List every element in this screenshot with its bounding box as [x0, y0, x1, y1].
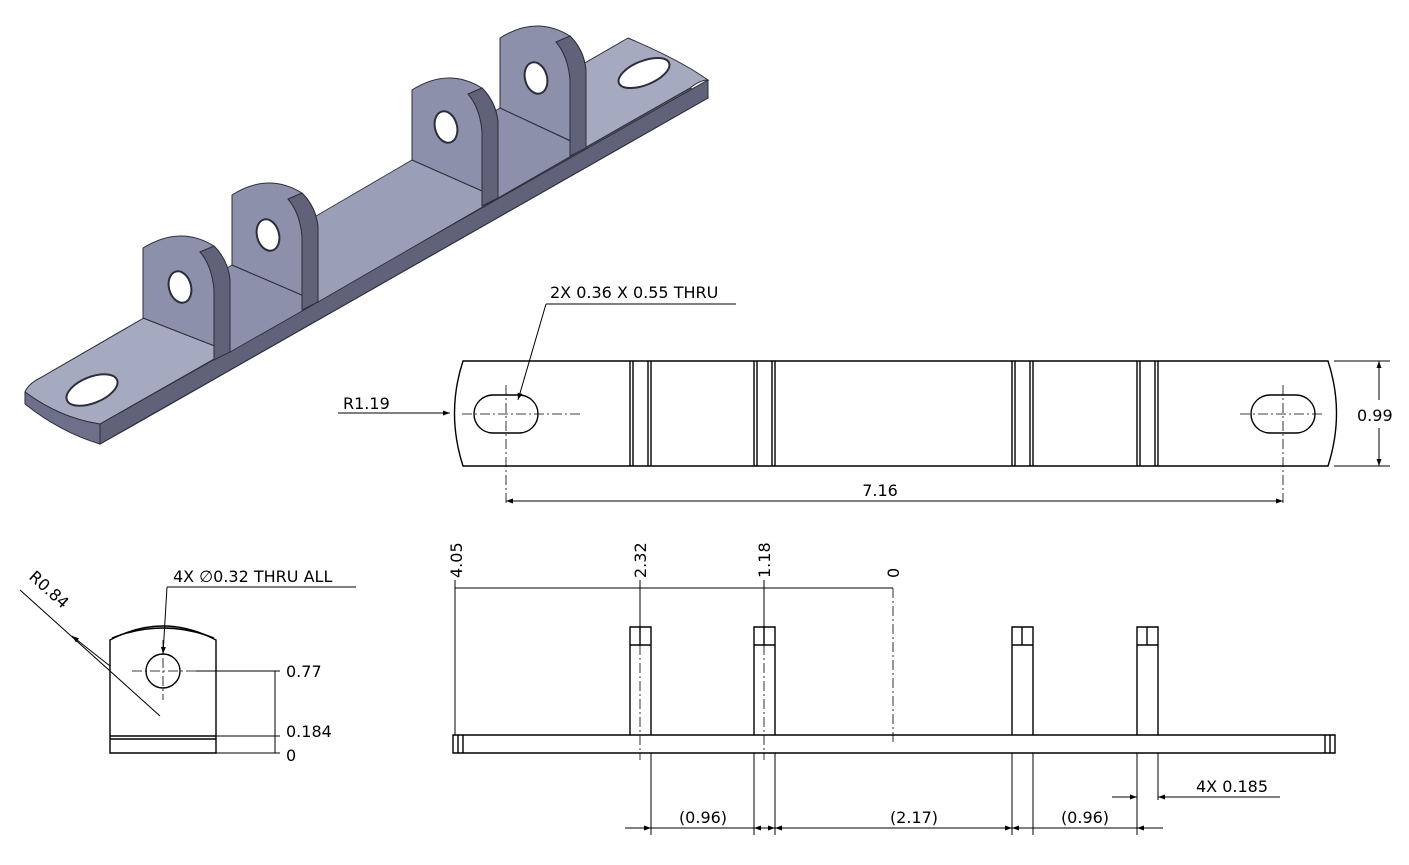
front-ord-tab-2: 1.18 [755, 542, 774, 578]
iso-tab-3 [411, 77, 499, 207]
front-ord-tab-1: 2.32 [631, 542, 650, 578]
front-gap-left: (0.96) [679, 808, 727, 827]
iso-slot-left [65, 373, 119, 407]
front-ord-zero: 0 [884, 568, 903, 578]
iso-base-right-side [99, 79, 709, 445]
top-outline [453, 360, 1338, 467]
iso-tab-1 [142, 235, 231, 361]
side-ord-zero: 0 [286, 746, 296, 765]
front-tabs [629, 626, 1159, 735]
side-ord-hole: 0.77 [286, 662, 322, 681]
isometric-view [24, 25, 710, 445]
side-hole-callout: 4X ∅0.32 THRU ALL [173, 567, 332, 586]
iso-tab-4 [499, 25, 587, 157]
top-slot-callout: 2X 0.36 X 0.55 THRU [550, 283, 718, 302]
iso-slot-right [617, 56, 671, 90]
top-width: 0.99 [1357, 406, 1393, 425]
top-hole-spacing: 7.16 [862, 481, 898, 500]
front-gap-center: (2.17) [890, 808, 938, 827]
front-ord-left: 4.05 [447, 542, 466, 578]
top-tab-lines [629, 361, 1159, 466]
front-base [452, 734, 1336, 754]
side-ord-base-top: 0.184 [286, 722, 332, 741]
front-view: 4.05 2.32 1.18 0 (0.96) (2.17) (0.96) 4X… [447, 542, 1336, 835]
side-view: R0.84 4X ∅0.32 THRU ALL 0.77 0.184 0 [19, 567, 356, 765]
side-radius: R0.84 [25, 567, 72, 612]
front-gap-right: (0.96) [1061, 808, 1109, 827]
front-tab-thickness: 4X 0.185 [1196, 777, 1268, 796]
top-view: 2X 0.36 X 0.55 THRU R1.19 0.99 7.16 [338, 283, 1393, 505]
top-end-radius: R1.19 [343, 394, 390, 413]
iso-tab-2 [231, 182, 319, 311]
